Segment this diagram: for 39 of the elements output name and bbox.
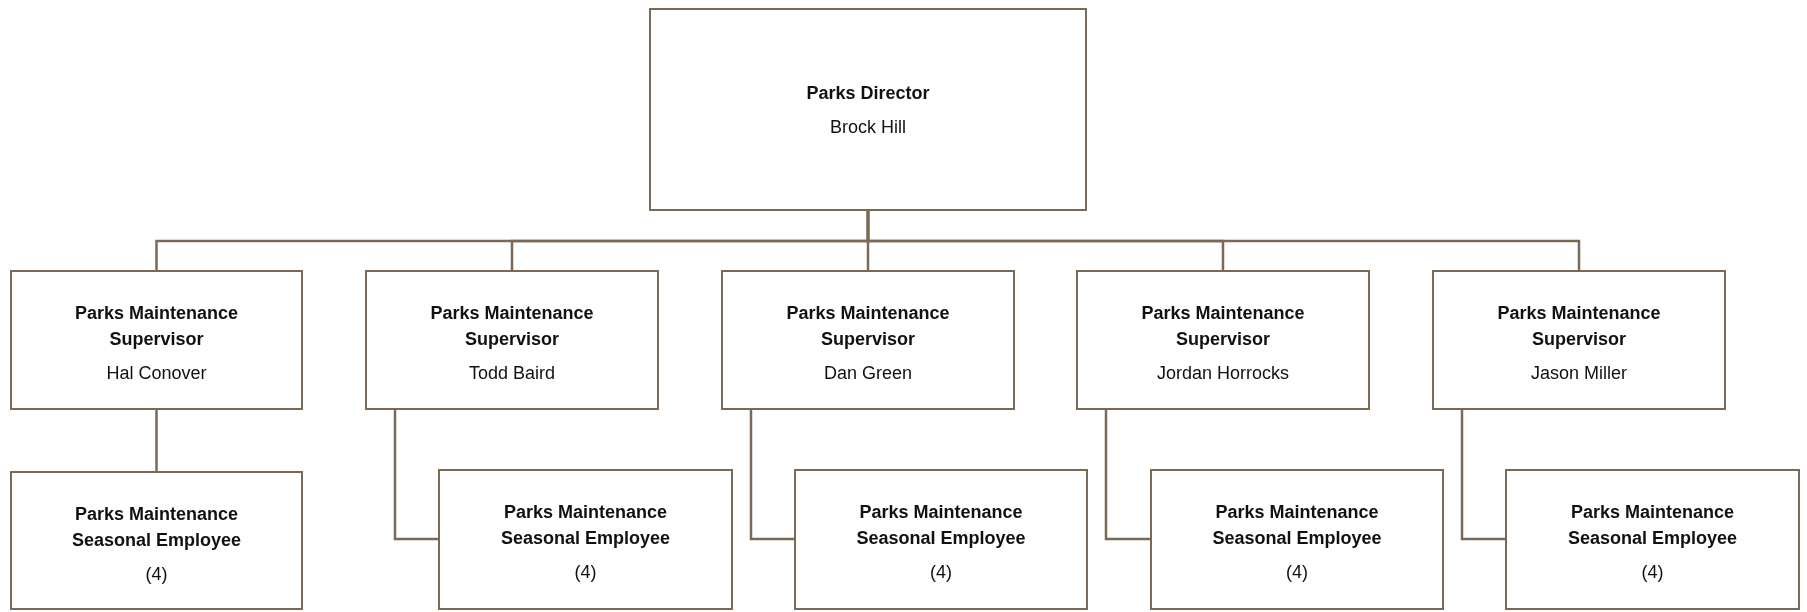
role-title: Parks Director xyxy=(806,82,930,105)
person-name: Jordan Horrocks xyxy=(1156,362,1289,385)
person-name: Jason Miller xyxy=(1531,362,1627,385)
connector-line xyxy=(1460,410,1505,541)
connector-line xyxy=(393,410,438,541)
role-title: Parks Maintenance Supervisor xyxy=(1496,302,1662,351)
person-name: (4) xyxy=(1641,561,1664,584)
org-box xyxy=(794,469,1088,610)
org-box xyxy=(10,270,303,410)
person-name: Todd Baird xyxy=(468,362,556,385)
org-box xyxy=(649,8,1087,211)
connector-line xyxy=(1104,410,1150,541)
org-box xyxy=(1076,270,1370,410)
role-title: Parks Maintenance Seasonal Employee xyxy=(1566,501,1739,550)
org-box xyxy=(1432,270,1726,410)
person-name: Dan Green xyxy=(823,362,913,385)
role-title: Parks Maintenance Seasonal Employee xyxy=(855,501,1027,550)
person-name: (4) xyxy=(930,561,952,584)
org-box xyxy=(1150,469,1444,610)
role-title: Parks Maintenance Seasonal Employee xyxy=(1211,501,1383,550)
connector-line xyxy=(749,410,794,541)
org-box xyxy=(721,270,1015,410)
org-box xyxy=(10,471,303,610)
role-title: Parks Maintenance Supervisor xyxy=(1140,302,1306,351)
connector-line xyxy=(866,211,1581,270)
org-box xyxy=(438,469,733,610)
role-title: Parks Maintenance Seasonal Employee xyxy=(499,501,672,550)
person-name: (4) xyxy=(1286,561,1308,584)
org-box xyxy=(1505,469,1800,610)
connector-line xyxy=(155,410,158,471)
role-title: Parks Maintenance Supervisor xyxy=(429,302,595,351)
role-title: Parks Maintenance Supervisor xyxy=(73,302,240,351)
person-name: Hal Conover xyxy=(106,362,207,385)
role-title: Parks Maintenance Seasonal Employee xyxy=(70,503,243,552)
person-name: Brock Hill xyxy=(830,116,906,139)
person-name: (4) xyxy=(145,563,168,586)
org-box xyxy=(365,270,659,410)
role-title: Parks Maintenance Supervisor xyxy=(785,302,951,351)
person-name: (4) xyxy=(574,561,597,584)
